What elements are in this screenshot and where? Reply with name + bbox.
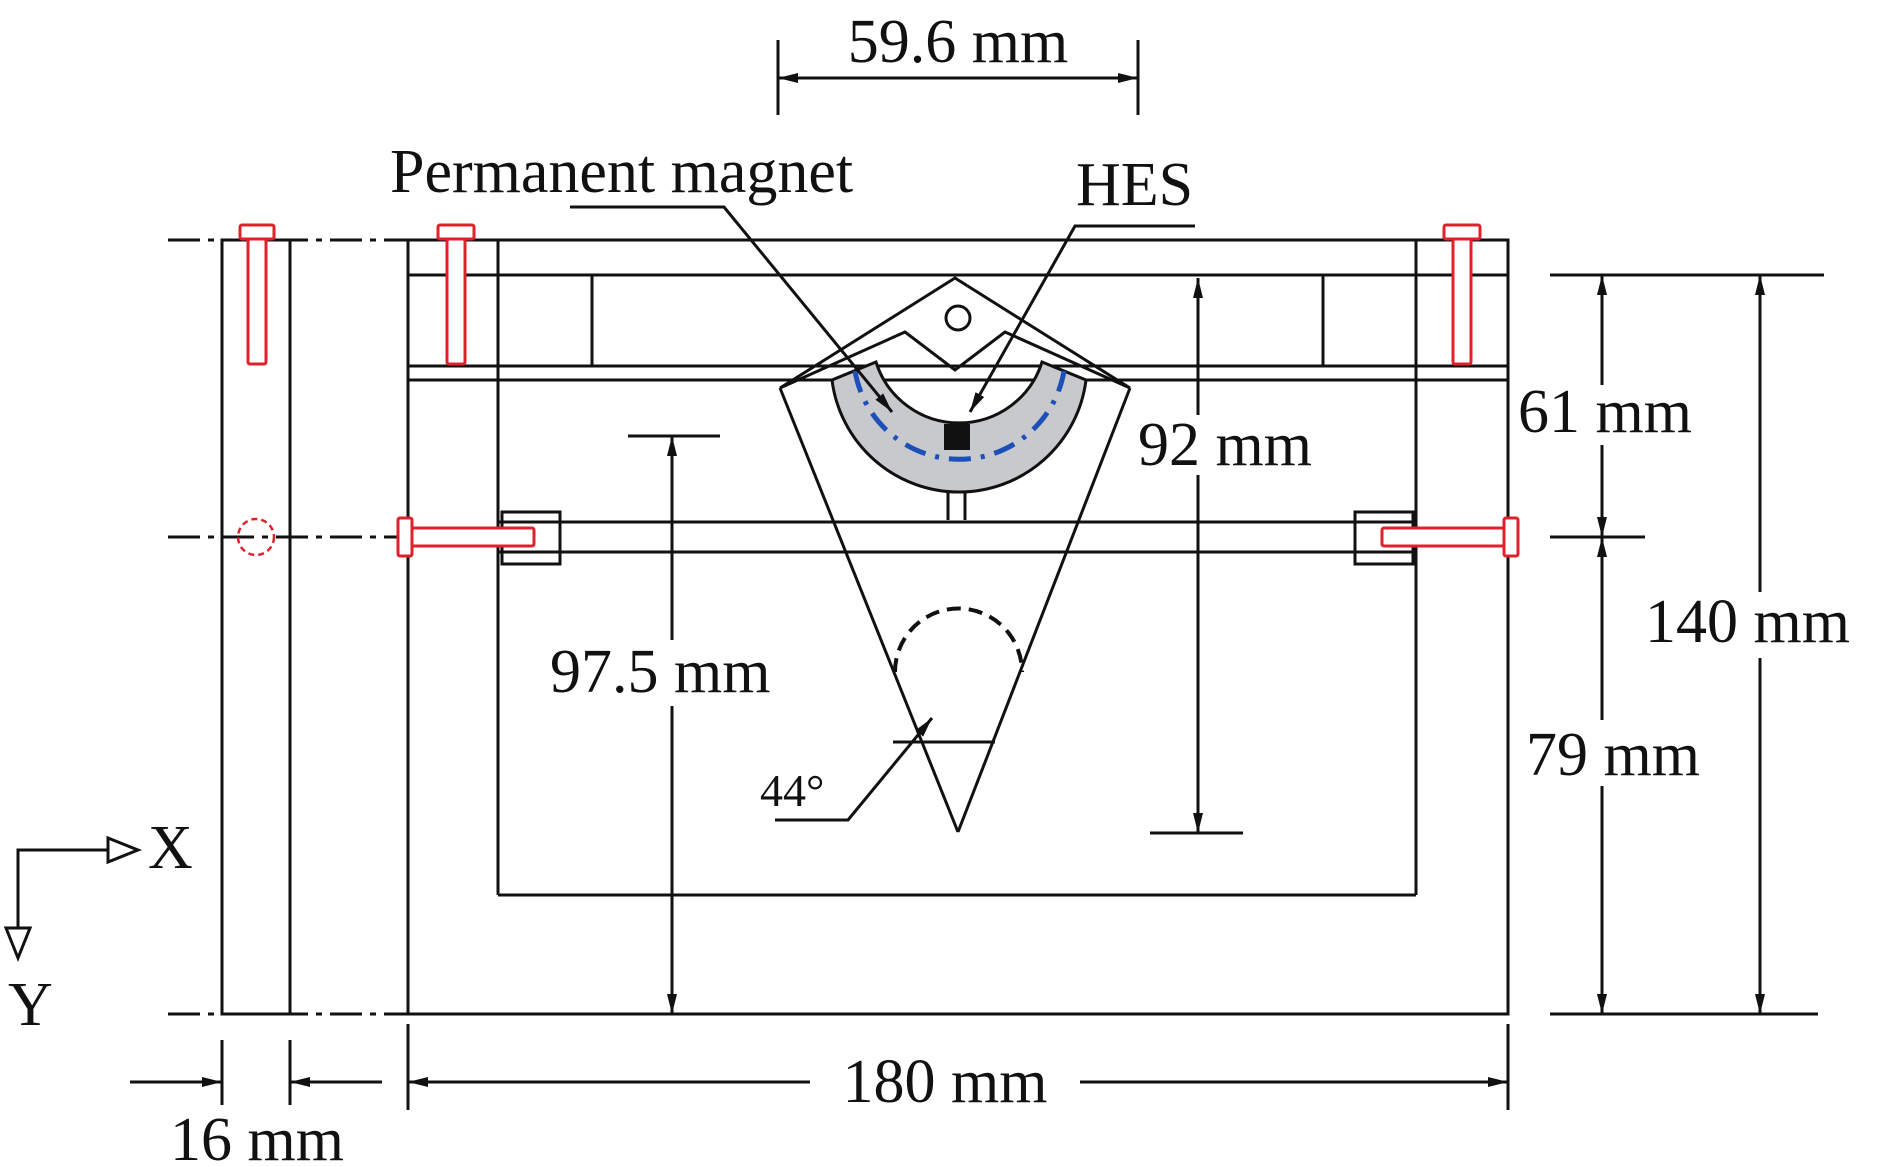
bolt-icon — [436, 223, 476, 366]
dim-180-label: 180 mm — [843, 1048, 1048, 1116]
axis-x-label: X — [148, 814, 193, 882]
dim-79-label: 79 mm — [1526, 721, 1700, 789]
bolt-icon — [1442, 223, 1482, 366]
hes-sensor — [944, 424, 970, 450]
bolt-icon — [396, 516, 536, 558]
dim-92-label: 92 mm — [1138, 411, 1312, 479]
outer-frame — [406, 238, 1510, 1016]
dim-61-label: 61 mm — [1518, 378, 1692, 446]
dim-top-label: 59.6 mm — [848, 8, 1068, 76]
leader-lines — [570, 205, 1195, 822]
magnet-centerline — [852, 370, 1067, 462]
angle-label: 44° — [760, 765, 824, 816]
permanent-magnet-label: Permanent magnet — [390, 138, 853, 206]
axis-arrows — [3, 835, 143, 963]
dim-97-5-label: 97.5 mm — [550, 638, 770, 706]
side-view — [168, 238, 410, 1016]
hes-label: HES — [1076, 151, 1193, 219]
axis-y-label: Y — [8, 971, 53, 1039]
dim-16-label: 16 mm — [170, 1106, 344, 1167]
dimension-lines — [130, 40, 1824, 1110]
side-hole-icon — [236, 517, 276, 557]
label-masks — [550, 385, 1875, 1114]
side-bolt-icon — [238, 223, 276, 366]
dim-140-label: 140 mm — [1645, 588, 1850, 656]
pendulum-body — [778, 276, 1132, 833]
angle-arc — [893, 606, 1024, 673]
bolt-icon — [1380, 516, 1520, 558]
